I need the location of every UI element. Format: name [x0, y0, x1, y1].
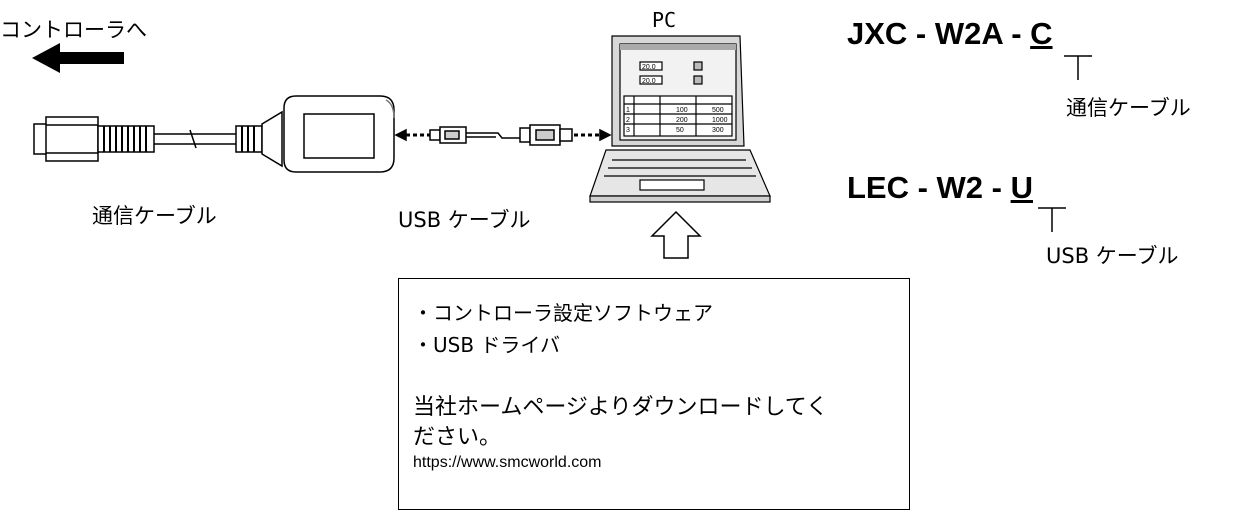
- lec-part-number: LEC - W2 - U: [847, 170, 1033, 206]
- screen-row-1: 1: [626, 107, 630, 114]
- screen-field-2: 20.0: [642, 78, 656, 85]
- pc-screen-contents: 20.0 20.0 1 2 3 100 200 50 500 1000 300: [626, 64, 728, 134]
- diagram-graphics: 20.0 20.0 1 2 3 100 200 50 500 1000 300: [32, 35, 1092, 259]
- screen-val2-3: 300: [712, 127, 724, 134]
- info-download-text: 当社ホームページよりダウンロードしてく: [413, 395, 829, 420]
- screen-row-3: 3: [626, 127, 630, 134]
- jxc-callout-line: [1064, 55, 1092, 80]
- up-arrow-icon: [650, 210, 702, 259]
- screen-row-2: 2: [626, 117, 630, 124]
- lec-callout-label: USB ケーブル: [1046, 244, 1179, 268]
- lec-suffix: U: [1010, 170, 1033, 205]
- info-bullet-software: ・コントローラ設定ソフトウェア: [413, 301, 713, 325]
- arrow-left-icon: [32, 43, 124, 73]
- comm-cable-icon: [33, 95, 395, 173]
- jxc-suffix: C: [1030, 16, 1053, 51]
- info-bullet-driver: ・USB ドライバ: [413, 333, 561, 357]
- jxc-prefix: JXC - W2A -: [847, 16, 1031, 51]
- info-box: ・コントローラ設定ソフトウェア ・USB ドライバ 当社ホームページよりダウンロ…: [398, 278, 910, 510]
- jxc-part-number: JXC - W2A - C: [847, 16, 1053, 52]
- lec-prefix: LEC - W2 -: [847, 170, 1011, 205]
- to-controller-label: コントローラへ: [0, 18, 147, 42]
- info-url-link[interactable]: https://www.smcworld.com: [413, 454, 602, 471]
- usb-cable-label: USB ケーブル: [398, 208, 531, 232]
- comm-cable-label: 通信ケーブル: [92, 204, 217, 228]
- lec-callout-line: [1038, 207, 1066, 232]
- screen-val-1: 100: [676, 107, 688, 114]
- screen-val-3: 50: [676, 127, 684, 134]
- laptop-icon: [589, 35, 771, 203]
- screen-val2-1: 500: [712, 107, 724, 114]
- info-download-text-cont: ださい。: [413, 425, 502, 450]
- screen-field-1: 20.0: [642, 64, 656, 71]
- screen-val-2: 200: [676, 117, 688, 124]
- pc-label: PC: [652, 8, 677, 32]
- screen-val2-2: 1000: [712, 117, 728, 124]
- jxc-callout-label: 通信ケーブル: [1066, 96, 1191, 120]
- usb-cable-icon: [394, 124, 612, 146]
